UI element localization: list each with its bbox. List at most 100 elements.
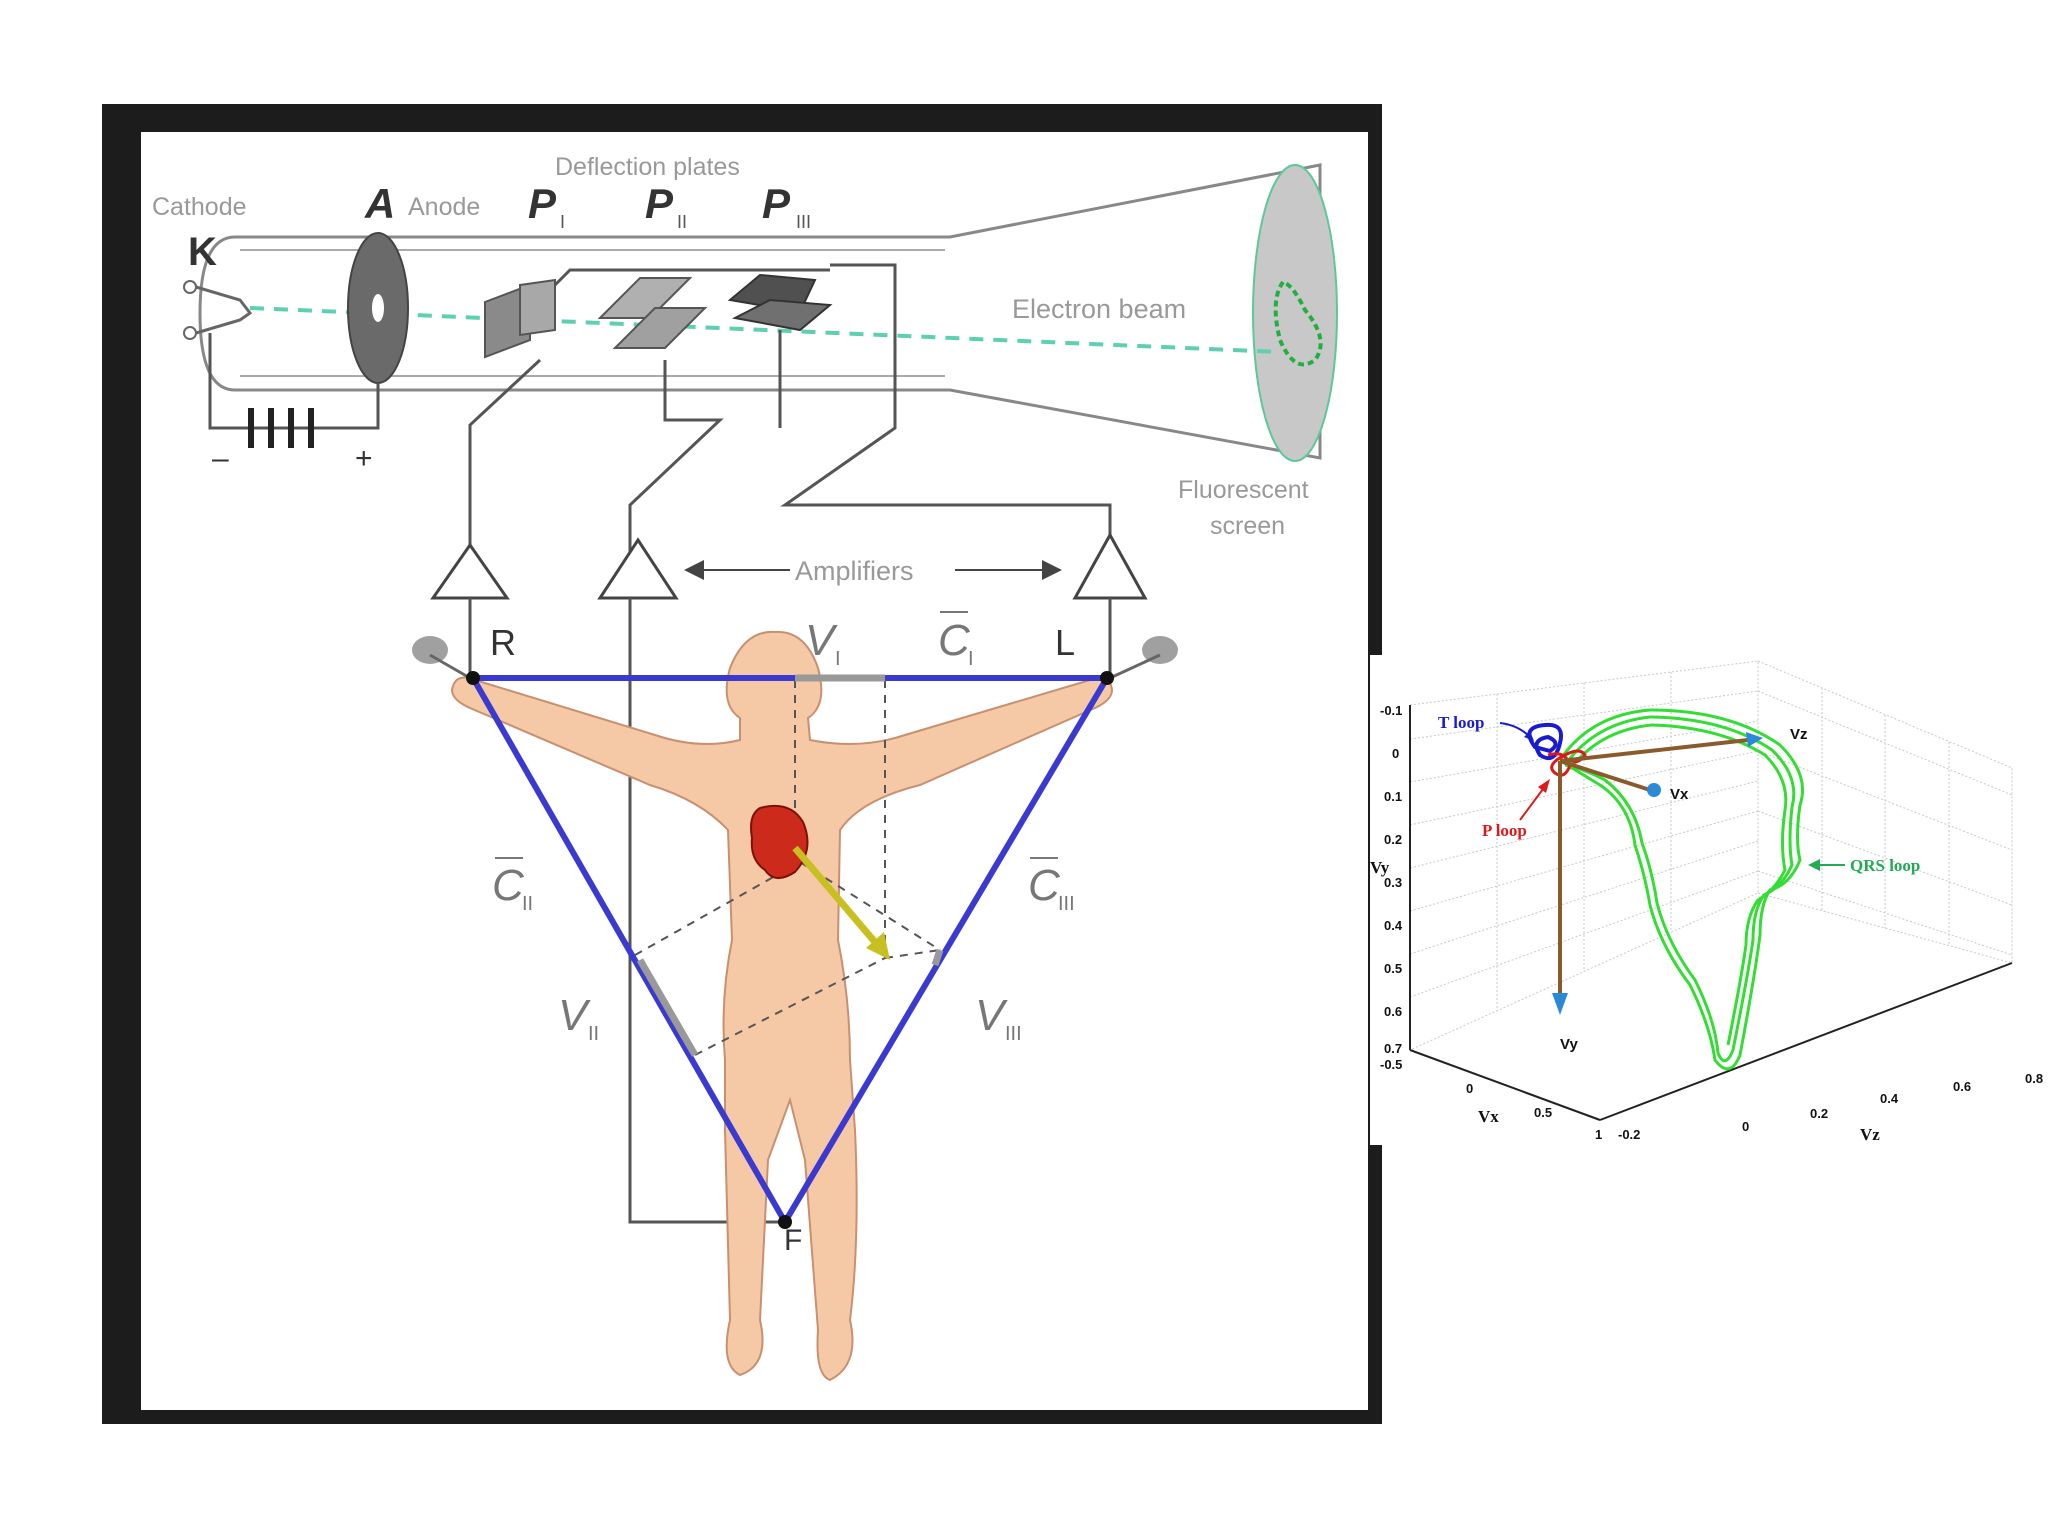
p-loop-label: P loop [1482, 821, 1527, 840]
amplifier-r [430, 542, 510, 600]
cathode-terminal-1 [183, 280, 197, 294]
label-battery-plus: + [355, 442, 373, 475]
amplifier-l [1072, 531, 1148, 600]
vz-arrow-head [1746, 732, 1763, 747]
arm-lead-r [429, 653, 471, 680]
vy-arrow-label: Vy [1560, 1036, 1578, 1053]
battery-cell-3 [288, 408, 294, 448]
label-l: L [1055, 622, 1075, 663]
label-c3: C [1028, 861, 1061, 910]
plate-p1-a [484, 283, 531, 359]
label-a: A [364, 180, 395, 227]
vz-arrow-line [1559, 738, 1749, 763]
vz-tick-4: 0.6 [1953, 1079, 1971, 1094]
plot-grid [1409, 660, 2013, 1121]
t-loop-label: T loop [1438, 713, 1484, 732]
plate-p3-b [731, 298, 833, 332]
vx-arrow-label: Vx [1670, 786, 1689, 803]
label-v3-sub: III [1005, 1023, 1022, 1045]
battery-cell-1 [248, 408, 254, 448]
label-f: F [784, 1224, 802, 1257]
projection-vii [636, 958, 699, 1057]
label-p3: P [762, 180, 791, 227]
vz-tick-1: 0 [1742, 1119, 1749, 1134]
vx-tick-3: 1 [1595, 1127, 1602, 1142]
vy-tick-3: 0.2 [1384, 832, 1402, 847]
label-v1: V [805, 616, 838, 665]
label-cathode: Cathode [152, 193, 247, 221]
vx-tick-1: 0 [1466, 1081, 1473, 1096]
heart-icon [750, 804, 809, 879]
qrs-loop-curve [1558, 708, 1804, 1071]
p-loop-pointer-head [1538, 779, 1550, 793]
t-loop-pointer-head [1524, 731, 1534, 741]
label-electron-beam: Electron beam [1012, 294, 1186, 324]
cathode-filament [195, 285, 253, 335]
hand-left [1142, 636, 1178, 664]
label-c3-sub: III [1058, 893, 1075, 915]
vz-tick-0: -0.2 [1618, 1127, 1640, 1142]
vx-axis-label: Vx [1478, 1107, 1499, 1126]
p-loop-pointer [1519, 784, 1547, 821]
label-p1: P [528, 180, 557, 227]
label-c2: C [492, 861, 525, 910]
vy-tick-6: 0.5 [1384, 961, 1402, 976]
plate-p2-a [597, 277, 693, 319]
vectorcardiogram-plot: -0.1 0 0.1 0.2 0.3 0.4 0.5 0.6 0.7 Vy -0… [1370, 660, 2043, 1144]
vz-tick-5: 0.8 [2025, 1071, 2043, 1086]
vx-tick-2: 0.5 [1534, 1105, 1552, 1120]
vx-arrow-line [1559, 759, 1651, 792]
vy-arrow-head [1552, 993, 1568, 1015]
vectorcardiogram-inset: -0.1 0 0.1 0.2 0.3 0.4 0.5 0.6 0.7 Vy -0… [1370, 655, 2048, 1145]
vx-tick-0: -0.5 [1380, 1057, 1402, 1072]
label-screen: screen [1210, 512, 1285, 540]
arm-lead-l [1109, 653, 1161, 680]
fluorescent-screen [1252, 164, 1338, 462]
vy-tick-5: 0.4 [1384, 918, 1403, 933]
vy-tick-4: 0.3 [1384, 875, 1402, 890]
label-p3-sub: III [796, 212, 811, 232]
electrode-f [778, 1215, 792, 1229]
human-body [450, 630, 1114, 1382]
vx-arrow-head [1647, 783, 1661, 797]
label-deflection-plates: Deflection plates [555, 153, 740, 181]
label-v3: V [975, 991, 1008, 1040]
label-c2-sub: II [522, 893, 533, 915]
heart-vector-arrow [792, 845, 883, 951]
hand-right [412, 636, 448, 664]
qrs-loop-label: QRS loop [1850, 856, 1920, 875]
label-v2-sub: II [588, 1023, 599, 1045]
vy-tick-8: 0.7 [1384, 1041, 1402, 1056]
label-v2: V [558, 991, 591, 1040]
label-amplifiers: Amplifiers [795, 556, 914, 586]
label-battery-minus: – [212, 442, 229, 475]
battery-cell-4 [308, 408, 314, 448]
vy-axis-label: Vy [1370, 858, 1390, 877]
vy-tick-1: 0 [1392, 746, 1399, 761]
vz-arrow-label: Vz [1790, 726, 1808, 743]
label-p1-sub: I [560, 212, 565, 232]
electron-beam-line [249, 306, 1281, 354]
vy-tick-2: 0.1 [1384, 789, 1402, 804]
label-p2: P [645, 180, 674, 227]
qrs-loop-pointer-head [1808, 859, 1820, 871]
label-k: K [188, 230, 217, 274]
plot-axes [1409, 705, 2013, 1121]
wire-p1 [468, 358, 542, 560]
label-v1-sub: I [835, 648, 841, 670]
heart-vector-arrowhead [866, 932, 890, 960]
label-c1-sub: I [968, 648, 974, 670]
label-fluorescent: Fluorescent [1178, 476, 1309, 504]
wire-p2 [628, 360, 724, 560]
wire-p1-top [553, 268, 830, 287]
plate-p2-b [612, 307, 708, 349]
label-anode: Anode [408, 193, 480, 221]
vz-axis-label: Vz [1860, 1125, 1880, 1144]
vz-tick-2: 0.2 [1810, 1106, 1828, 1121]
vy-tick-7: 0.6 [1384, 1004, 1402, 1019]
label-p2-sub: II [677, 212, 687, 232]
cathode-terminal-2 [183, 326, 197, 340]
electrode-r [466, 671, 480, 685]
vz-tick-3: 0.4 [1880, 1091, 1899, 1106]
t-loop-curve [1527, 722, 1563, 760]
